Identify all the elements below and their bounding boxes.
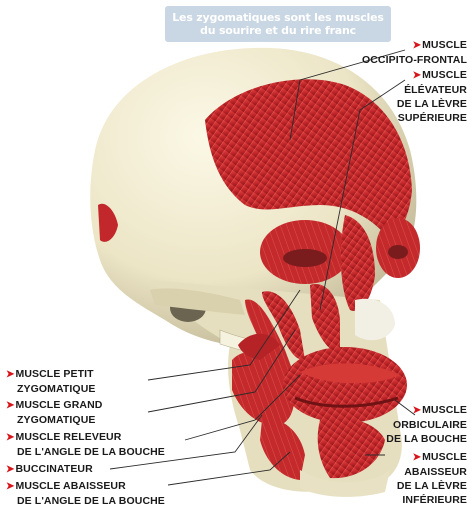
label-grand-zygomatique: ➤MUSCLE GRAND ZYGOMATIQUE xyxy=(6,398,102,427)
label-buccinateur: ➤BUCCINATEUR xyxy=(6,462,93,477)
nose-cartilage xyxy=(355,299,395,340)
arrow-icon: ➤ xyxy=(6,481,14,492)
eye-left xyxy=(283,249,327,267)
label-releveur: ➤MUSCLE RELEVEUR DE L'ANGLE DE LA BOUCHE xyxy=(6,430,165,459)
arrow-icon: ➤ xyxy=(6,400,14,411)
arrow-icon: ➤ xyxy=(6,464,14,475)
eye-right xyxy=(388,245,408,259)
arrow-icon: ➤ xyxy=(413,40,421,51)
label-abaisseur-angle: ➤MUSCLE ABAISSEUR DE L'ANGLE DE LA BOUCH… xyxy=(6,479,165,508)
label-elevateur: ➤MUSCLE ÉLÉVATEUR DE LA LÈVRE SUPÉRIEURE xyxy=(367,68,467,125)
arrow-icon: ➤ xyxy=(413,70,421,81)
arrow-icon: ➤ xyxy=(413,452,421,463)
label-petit-zygomatique: ➤MUSCLE PETIT ZYGOMATIQUE xyxy=(6,367,96,396)
arrow-icon: ➤ xyxy=(413,405,421,416)
arrow-icon: ➤ xyxy=(6,432,14,443)
label-orbiculaire: ➤MUSCLE ORBICULAIRE DE LA BOUCHE xyxy=(377,403,467,446)
arrow-icon: ➤ xyxy=(6,369,14,380)
label-occipito-frontal: ➤MUSCLE OCCIPITO-FRONTAL xyxy=(347,38,467,67)
label-abaisseur-levre: ➤MUSCLE ABAISSEUR DE LA LÈVRE INFÉRIEURE xyxy=(372,450,467,507)
